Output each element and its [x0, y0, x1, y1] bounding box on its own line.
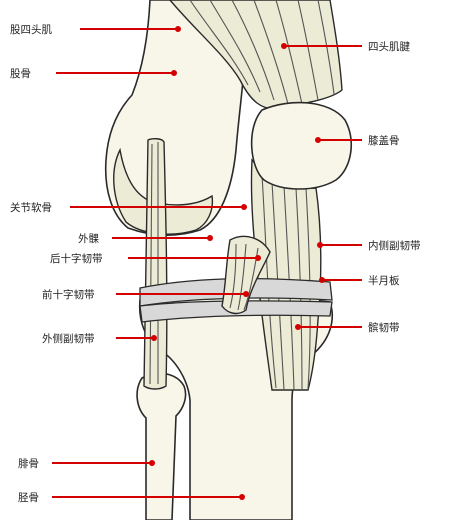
- label-meniscus: 半月板: [319, 274, 400, 287]
- label-meniscus-text: 半月板: [368, 274, 400, 287]
- label-medial-collateral: 内侧副韧带: [317, 239, 421, 252]
- patella-bone: [252, 103, 352, 189]
- label-medial-collateral-text: 内侧副韧带: [368, 239, 421, 252]
- label-articular-cartilage-text: 关节软骨: [10, 201, 52, 214]
- label-femur-text: 股骨: [10, 68, 31, 80]
- label-lateral-collateral: 外侧副韧带: [42, 332, 157, 345]
- label-rectus-femoris-text: 股四头肌: [10, 24, 52, 36]
- lateral-collateral-ligament: [144, 139, 167, 389]
- label-patella-text: 膝盖骨: [368, 134, 400, 147]
- label-tibia-text: 胫骨: [18, 492, 39, 504]
- label-lateral-condyle: 外髁: [78, 233, 213, 245]
- label-fibula-text: 腓骨: [18, 458, 39, 470]
- label-quadriceps-tendon-text: 四头肌腱: [368, 41, 410, 53]
- label-posterior-cruciate-text: 后十字韧带: [50, 252, 103, 265]
- label-patellar-ligament-text: 髌韧带: [368, 321, 400, 334]
- label-anterior-cruciate-text: 前十字韧带: [42, 288, 95, 301]
- label-lateral-collateral-text: 外侧副韧带: [42, 332, 95, 345]
- label-lateral-condyle-text: 外髁: [78, 233, 99, 245]
- label-fibula: 腓骨: [18, 458, 155, 470]
